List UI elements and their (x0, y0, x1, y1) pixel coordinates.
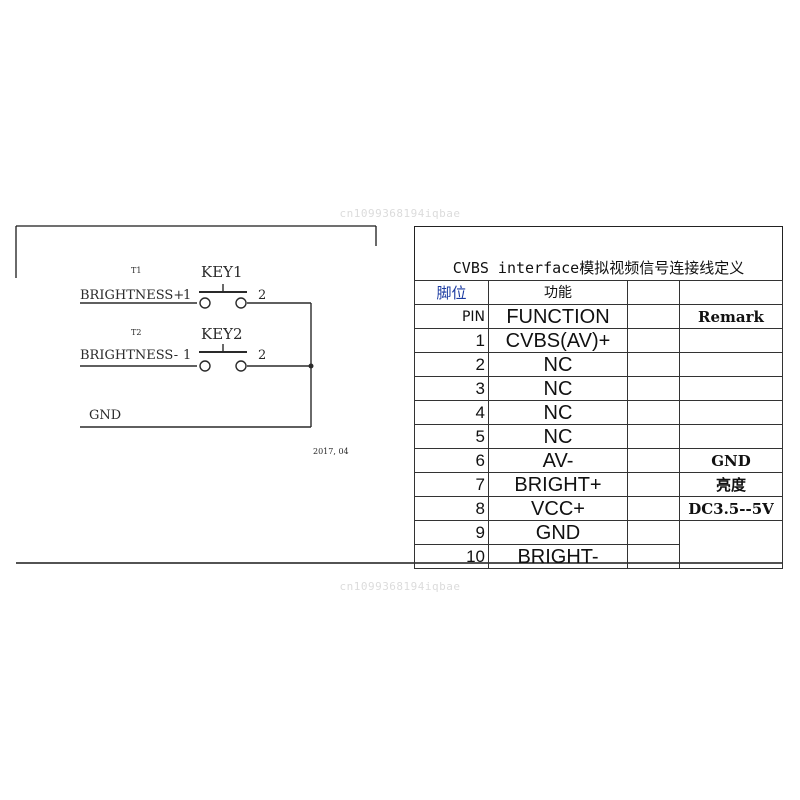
pin-function-cell: NC (488, 400, 628, 425)
pin-definition-table: CVBS interface模拟视频信号连接线定义 脚位 功能 PIN FUNC… (414, 226, 783, 569)
header-function-en: FUNCTION (488, 304, 628, 329)
gnd-label: GND (89, 408, 121, 423)
pin-function-cell: VCC+ (488, 496, 628, 521)
pin-function-cell: BRIGHT+ (488, 472, 628, 497)
empty-cell (627, 328, 680, 353)
empty-cell (627, 448, 680, 473)
pin-remark-cell (679, 520, 783, 569)
header-empty-en (627, 304, 680, 329)
empty-cell (627, 544, 680, 569)
watermark-top: cn1099368194iqbae (339, 207, 461, 220)
key1-pin1-label: 1 (183, 288, 191, 303)
key2-pin2-label: 2 (258, 348, 266, 363)
header-row-cn: 脚位 功能 (414, 280, 783, 305)
pin-number-cell: 5 (414, 424, 489, 449)
pin-function-cell: NC (488, 424, 628, 449)
empty-cell (627, 496, 680, 521)
pin-remark-cell (679, 376, 783, 401)
junction-dot (308, 363, 314, 369)
key2-contact-1 (199, 360, 211, 372)
header-remark-en: Remark (679, 304, 783, 329)
header-pin-cn: 脚位 (414, 280, 489, 305)
pin-number-cell: 3 (414, 376, 489, 401)
pin-remark-cell (679, 400, 783, 425)
empty-cell (627, 376, 680, 401)
pin-number-cell: 9 (414, 520, 489, 545)
empty-cell (627, 400, 680, 425)
pin-function-cell: NC (488, 352, 628, 377)
empty-cell (627, 520, 680, 545)
pin-remark-cell (679, 352, 783, 377)
pin-function-cell: GND (488, 520, 628, 545)
t2-ref-label: T2 (131, 328, 141, 337)
table-title-row: CVBS interface模拟视频信号连接线定义 (414, 226, 783, 281)
empty-cell (627, 472, 680, 497)
pin-function-cell: NC (488, 376, 628, 401)
header-remark-cn (679, 280, 783, 305)
date-label: 2017, 04 (313, 447, 349, 456)
key1-switch-symbol (199, 284, 247, 309)
key2-contact-2 (235, 360, 247, 372)
empty-cell (627, 424, 680, 449)
t1-ref-label: T1 (131, 266, 141, 275)
pin-remark-cell (679, 328, 783, 353)
pin-function-cell: AV- (488, 448, 628, 473)
pin-function-cell: CVBS(AV)+ (488, 328, 628, 353)
pin-number-cell: 6 (414, 448, 489, 473)
pin-number-cell: 4 (414, 400, 489, 425)
table-title: CVBS interface模拟视频信号连接线定义 (414, 226, 783, 281)
brightness-plus-label: BRIGHTNESS+ (80, 288, 184, 303)
pin-number-cell: 8 (414, 496, 489, 521)
pin-remark-cell (679, 424, 783, 449)
key2-label: KEY2 (201, 325, 243, 343)
header-empty-cn (627, 280, 680, 305)
pin-number-cell: 1 (414, 328, 489, 353)
pin-definition-table-container: CVBS interface模拟视频信号连接线定义 脚位 功能 PIN FUNC… (414, 226, 783, 569)
pin-remark-cell: 亮度 (679, 472, 783, 497)
header-function-cn: 功能 (488, 280, 628, 305)
header-pin-en: PIN (414, 304, 489, 329)
pin-number-cell: 7 (414, 472, 489, 497)
watermark-bottom: cn1099368194iqbae (339, 580, 461, 593)
pin-number-cell: 2 (414, 352, 489, 377)
key1-contact-1 (199, 297, 211, 309)
key1-contact-2 (235, 297, 247, 309)
empty-cell (627, 352, 680, 377)
pin-remark-cell: GND (679, 448, 783, 473)
key2-pin1-label: 1 (183, 348, 191, 363)
pin-number-cell: 10 (414, 544, 489, 569)
header-row-en: PIN FUNCTION Remark (414, 304, 783, 329)
brightness-minus-label: BRIGHTNESS- (80, 348, 178, 363)
key1-label: KEY1 (201, 263, 243, 281)
pin-remark-cell: DC3.5--5V (679, 496, 783, 521)
key2-switch-symbol (199, 344, 247, 372)
key1-pin2-label: 2 (258, 288, 266, 303)
pin-function-cell: BRIGHT- (488, 544, 628, 569)
